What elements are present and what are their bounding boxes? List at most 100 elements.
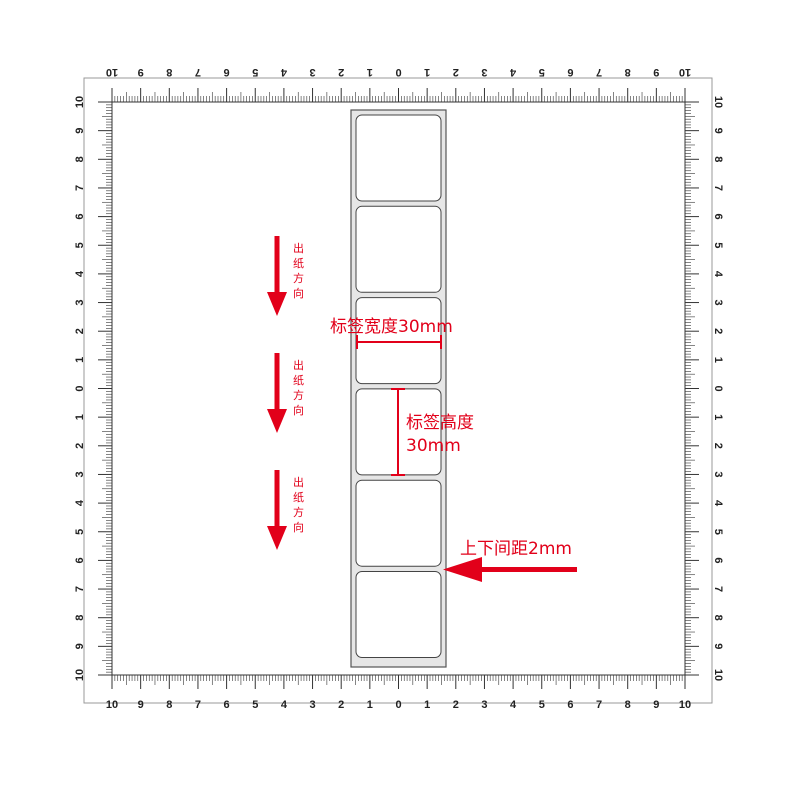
ruler-bottom-label: 8 [625, 699, 631, 711]
feed-direction-char: 纸 [293, 491, 304, 504]
ruler-left-label: 3 [74, 471, 86, 477]
label-cell [355, 479, 442, 567]
feed-direction-char: 向 [293, 403, 304, 417]
ruler-left-label: 0 [74, 385, 86, 391]
ruler-top-label: 1 [367, 66, 373, 78]
ruler-right-label: 2 [712, 443, 724, 449]
ruler-bottom-label: 3 [309, 699, 315, 711]
left-arrow-icon [443, 557, 577, 582]
feed-direction-group-2: 出 纸 方 向 [267, 353, 304, 433]
ruler-top-label: 4 [280, 66, 287, 78]
ruler-bottom-label: 9 [653, 699, 659, 711]
ruler-top-label: 8 [166, 66, 172, 78]
ruler-right-label: 6 [712, 214, 724, 220]
feed-direction-char: 出 [293, 241, 304, 255]
ruler-right-label: 5 [712, 242, 724, 248]
down-arrow-icon [267, 353, 287, 433]
ruler-top-label: 1 [424, 66, 430, 78]
ruler-left-label: 7 [74, 586, 86, 592]
ruler-bottom-label: 10 [106, 699, 118, 711]
ruler-right-label: 8 [712, 156, 724, 162]
ruler-bottom-label: 1 [367, 699, 373, 711]
ruler-left-label: 5 [74, 529, 86, 535]
feed-direction-char: 向 [293, 520, 304, 534]
ruler-top-label: 6 [567, 66, 573, 78]
ruler-left-label: 9 [74, 128, 86, 134]
ruler-right-label: 7 [712, 185, 724, 191]
label-cell [355, 571, 442, 658]
ruler-right-label: 4 [712, 271, 724, 278]
ruler-bottom-label: 6 [224, 699, 230, 711]
ruler-left-label: 10 [74, 96, 86, 108]
feed-direction-char: 纸 [293, 374, 304, 387]
feed-direction-char: 出 [293, 358, 304, 372]
ruler-right-label: 2 [712, 328, 724, 334]
ruler-top-label: 3 [481, 66, 487, 78]
ruler-top-numbers: 10 9 8 7 6 5 4 3 2 1 0 1 2 3 4 5 6 7 8 9… [106, 66, 691, 78]
ruler-bottom-label: 7 [195, 699, 201, 711]
ruler-top-label: 6 [224, 66, 230, 78]
ruler-left-label: 4 [74, 270, 86, 277]
ruler-bottom-label: 10 [679, 699, 691, 711]
down-arrow-icon [267, 236, 287, 316]
gap-label: 上下间距2mm [460, 539, 572, 559]
ruler-right-label: 9 [712, 128, 724, 134]
height-dimension: 标签高度 30mm [391, 388, 474, 476]
ruler-right-label: 1 [712, 357, 724, 363]
ruler-bottom-label: 0 [395, 699, 401, 711]
ruler-left-label: 8 [74, 156, 86, 162]
ruler-right-label: 1 [712, 414, 724, 420]
ruler-left-numbers: 10 9 8 7 6 5 4 3 2 1 0 1 2 3 4 5 6 7 8 9… [74, 96, 86, 681]
label-cell [355, 297, 442, 385]
ruler-top-label: 8 [625, 66, 631, 78]
ruler-right-label: 8 [712, 615, 724, 621]
ruler-left-label: 10 [74, 669, 86, 681]
height-label-line1: 标签高度 [406, 413, 474, 433]
ruler-top-label: 5 [252, 66, 258, 78]
ruler-right-label: 4 [712, 500, 724, 507]
ruler-ticks [98, 88, 699, 689]
feed-direction-char: 方 [293, 388, 304, 402]
ruler-left-label: 4 [74, 499, 86, 506]
ruler-top-label: 0 [395, 66, 401, 78]
ruler-right-numbers: 10 9 8 7 6 5 4 3 2 1 0 1 2 3 4 5 6 7 8 9… [712, 96, 724, 681]
ruler-top-label: 9 [138, 66, 144, 78]
feed-direction-group-3: 出 纸 方 向 [267, 470, 304, 550]
feed-direction-char: 向 [293, 286, 304, 300]
ruler-left-label: 9 [74, 643, 86, 649]
ruler-top-label: 7 [195, 66, 201, 78]
ruler-bottom-label: 1 [424, 699, 430, 711]
label-cell [355, 114, 442, 202]
ruler-bottom-label: 2 [338, 699, 344, 711]
label-cells [355, 114, 442, 658]
ruler-top-label: 4 [509, 66, 516, 78]
ruler-top-label: 5 [539, 66, 545, 78]
width-label: 标签宽度30mm [330, 317, 453, 337]
ruler-right-label: 3 [712, 299, 724, 305]
width-dimension: 标签宽度30mm [330, 317, 453, 349]
feed-direction-char: 纸 [293, 257, 304, 270]
ruler-bottom-label: 8 [166, 699, 172, 711]
height-label-line2: 30mm [406, 436, 461, 456]
ruler-top-label: 2 [453, 66, 459, 78]
ruler-top-label: 7 [596, 66, 602, 78]
feed-direction-char: 出 [293, 475, 304, 489]
down-arrow-icon [267, 470, 287, 550]
feed-direction-char: 方 [293, 271, 304, 285]
gap-annotation: 上下间距2mm [443, 539, 577, 582]
label-roll [350, 109, 447, 668]
ruler-left-label: 6 [74, 214, 86, 220]
ruler-bottom-label: 6 [567, 699, 573, 711]
ruler-top-label: 2 [338, 66, 344, 78]
ruler-bottom-label: 7 [596, 699, 602, 711]
ruler-top-label: 10 [106, 66, 118, 78]
ruler-left-label: 2 [74, 328, 86, 334]
ruler-right-label: 3 [712, 471, 724, 477]
label-cell [355, 205, 442, 293]
ruler-right-label: 9 [712, 643, 724, 649]
ruler-right-label: 10 [712, 96, 724, 108]
ruler-frame: 10 9 8 7 6 5 4 3 2 1 0 1 2 3 4 5 6 7 8 9… [74, 66, 724, 711]
ruler-bottom-label: 5 [252, 699, 258, 711]
ruler-left-label: 8 [74, 615, 86, 621]
